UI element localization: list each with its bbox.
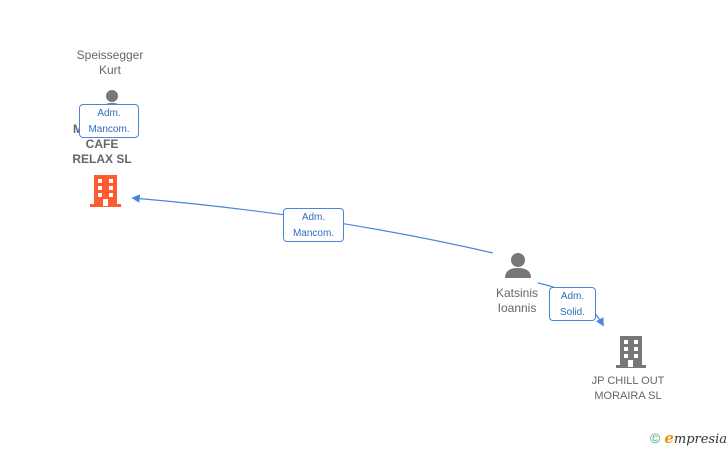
company-name-jp-chill-out[interactable]: JP CHILL OUT MORAIRA SL [591, 375, 665, 402]
edge-label-speissegger-cafe: Adm. Mancom. [79, 104, 139, 138]
edge-label-katsinis-cafe: Adm. Mancom. [283, 208, 344, 242]
brand-footer: © empresia [650, 428, 727, 448]
building-icon[interactable] [616, 336, 646, 368]
person-name-katsinis[interactable]: Katsinis Ioannis [495, 286, 539, 315]
company-name-cafe-relax[interactable]: CAFE RELAX SL [72, 137, 132, 166]
building-icon[interactable] [90, 175, 121, 207]
company-name-prefix: M [73, 122, 83, 136]
empresia-logo[interactable]: empresia [664, 429, 728, 447]
edge-label-katsinis-jpchill: Adm. Solid. [549, 287, 596, 321]
copyright-icon: © [650, 430, 661, 446]
person-icon[interactable] [505, 253, 531, 278]
person-name-speissegger[interactable]: Speissegger Kurt [76, 48, 144, 77]
